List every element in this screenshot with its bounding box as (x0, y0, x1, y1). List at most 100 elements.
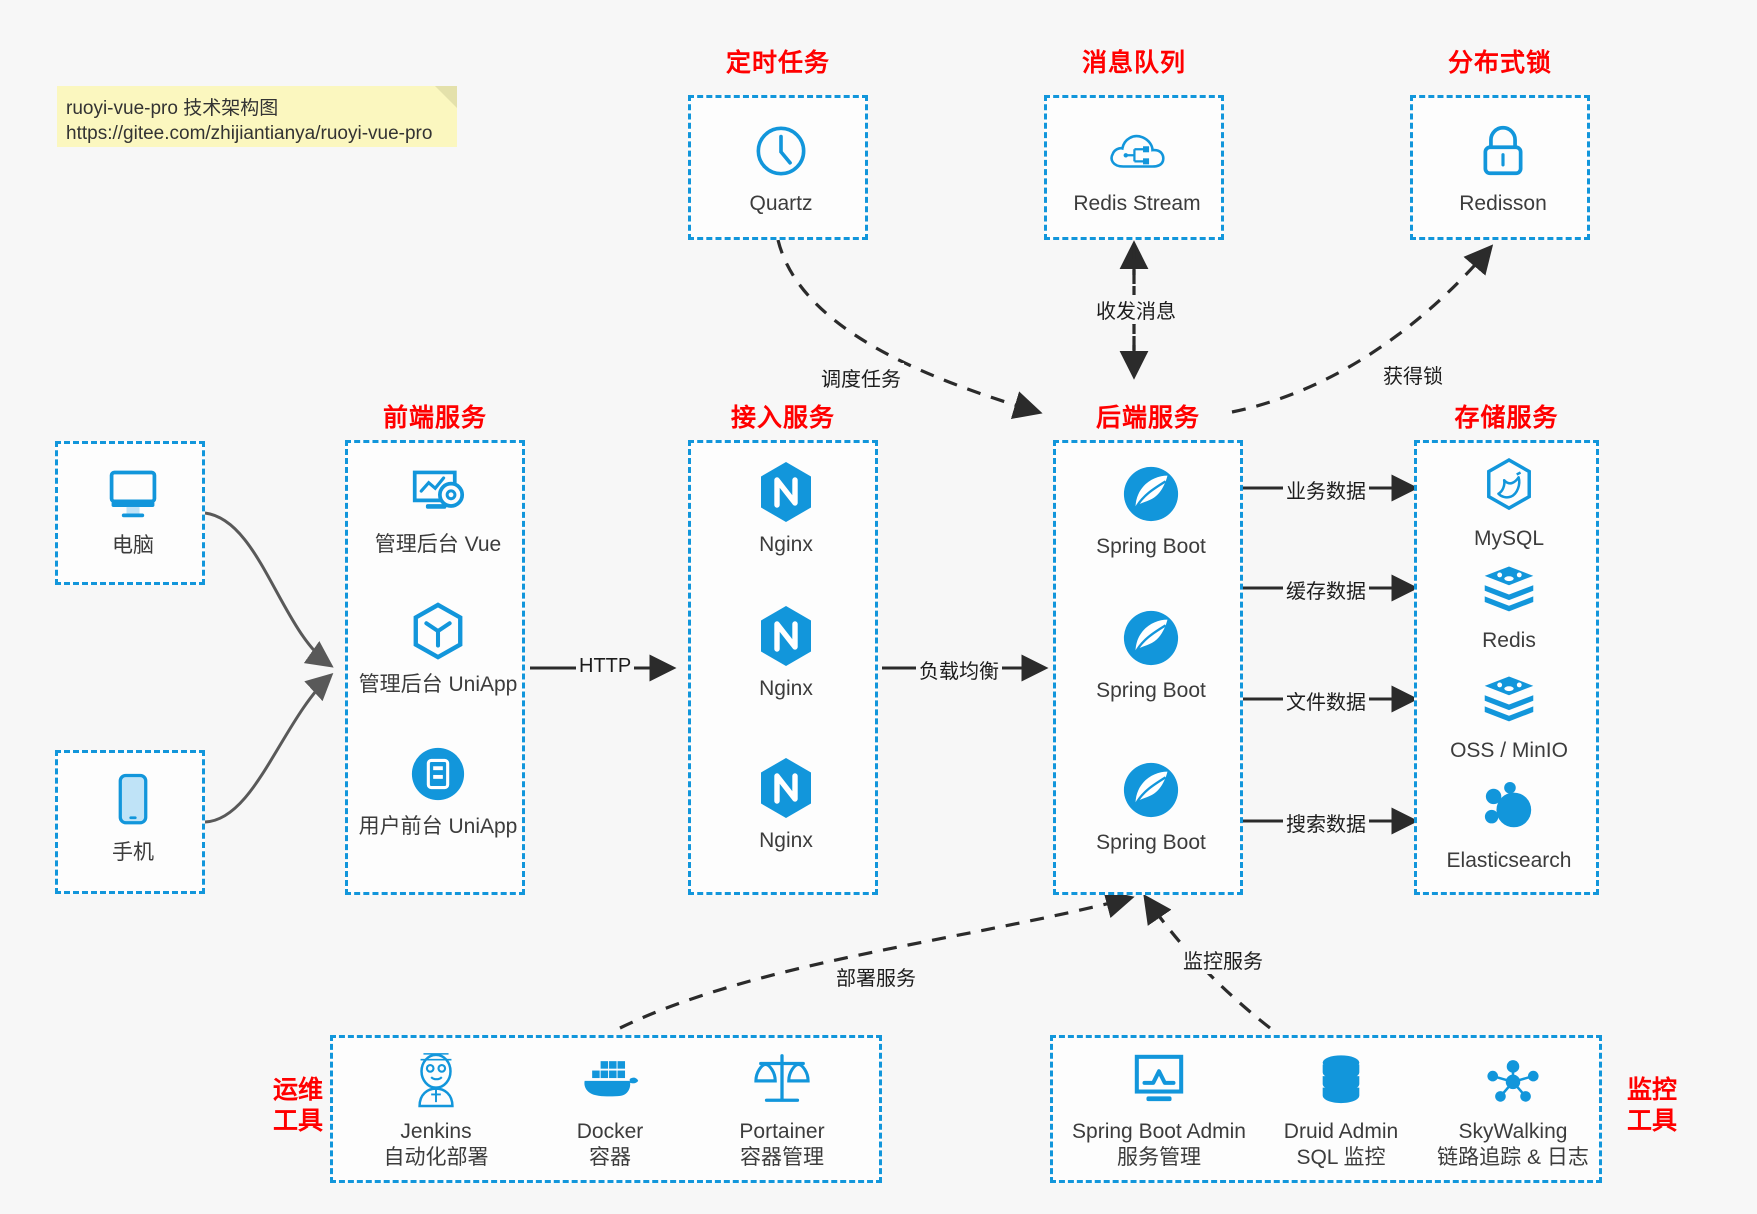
node-label: Nginx (759, 829, 813, 852)
node-label: Jenkins (400, 1120, 472, 1143)
monitor-chart-icon (1130, 1048, 1188, 1110)
group-box-backend: Spring Boot Spring Boot Spring Boot (1053, 440, 1243, 895)
lock-icon (1477, 120, 1529, 182)
group-box-lock: Redisson (1410, 95, 1590, 240)
edge-label-file-data: 文件数据 (1283, 686, 1369, 715)
node-label: SkyWalking (1458, 1120, 1568, 1143)
node-sublabel: 链路追踪 & 日志 (1437, 1146, 1589, 1169)
elasticsearch-icon (1481, 777, 1537, 839)
group-title-devops-line1: 运维 (272, 1076, 323, 1104)
node-admin-uniapp[interactable]: 管理后台 UniApp (353, 601, 523, 698)
node-label: 管理后台 Vue (374, 533, 502, 556)
group-box-gateway: Nginx Nginx Nginx (688, 440, 878, 895)
scales-icon (753, 1048, 811, 1110)
node-label: OSS / MinIO (1450, 739, 1568, 762)
node-label: Nginx (759, 677, 813, 700)
node-redisson[interactable]: Redisson (1418, 120, 1588, 217)
node-admin-vue[interactable]: 管理后台 Vue (353, 461, 523, 558)
group-title-frontend: 前端服务 (382, 404, 487, 432)
node-label: Druid Admin (1283, 1120, 1399, 1143)
group-title-devops: 运维 工具 (258, 1075, 338, 1137)
database-icon (1314, 1048, 1368, 1110)
note-line-2: https://gitee.com/zhijiantianya/ruoyi-vu… (66, 123, 433, 144)
edge-label-monitor-service: 监控服务 (1180, 945, 1266, 974)
node-mysql[interactable]: MySQL (1424, 455, 1594, 552)
node-redis-stream[interactable]: Redis Stream (1052, 120, 1222, 217)
group-box-client-desktop: 电脑 (55, 441, 205, 585)
node-label: MySQL (1473, 527, 1544, 550)
node-label: Spring Boot (1096, 679, 1206, 702)
cube-icon (409, 601, 467, 663)
group-title-gateway: 接入服务 (730, 404, 835, 432)
node-portainer[interactable]: Portainer 容器管理 (697, 1048, 867, 1171)
skywalking-icon (1484, 1048, 1542, 1110)
group-box-devops: Jenkins 自动化部署 Docker 容器 (330, 1035, 882, 1183)
node-label: Elasticsearch (1446, 849, 1572, 872)
node-druid-admin[interactable]: Druid Admin SQL 监控 (1251, 1048, 1431, 1171)
node-label: Redis Stream (1073, 192, 1201, 215)
edge-label-schedule-task: 调度任务 (818, 363, 904, 392)
jenkins-butler-icon (408, 1048, 464, 1110)
node-spring-boot-1[interactable]: Spring Boot (1066, 463, 1236, 560)
group-box-monitor: Spring Boot Admin 服务管理 Druid Admin SQL 监… (1050, 1035, 1602, 1183)
mobile-icon (113, 769, 153, 831)
note-line-1: ruoyi-vue-pro 技术架构图 (66, 98, 279, 119)
group-title-backend: 后端服务 (1095, 404, 1200, 432)
node-elasticsearch[interactable]: Elasticsearch (1424, 777, 1594, 874)
group-title-mq: 消息队列 (1081, 49, 1186, 77)
node-spring-boot-2[interactable]: Spring Boot (1066, 607, 1236, 704)
node-nginx-2[interactable]: Nginx (701, 605, 871, 702)
node-docker[interactable]: Docker 容器 (525, 1048, 695, 1171)
node-user-uniapp[interactable]: 用户前台 UniApp (353, 743, 523, 840)
node-nginx-1[interactable]: Nginx (701, 461, 871, 558)
node-spring-boot-3[interactable]: Spring Boot (1066, 759, 1236, 856)
group-box-client-mobile: 手机 (55, 750, 205, 894)
group-box-scheduler: Quartz (688, 95, 868, 240)
node-sublabel: 服务管理 (1117, 1146, 1201, 1169)
node-jenkins[interactable]: Jenkins 自动化部署 (351, 1048, 521, 1171)
cloud-network-icon (1106, 120, 1168, 182)
group-box-storage: MySQL Redis (1414, 440, 1599, 895)
redis-stack-icon (1481, 667, 1537, 729)
title-note: ruoyi-vue-pro 技术架构图 https://gitee.com/zh… (57, 86, 457, 147)
node-label: 管理后台 UniApp (358, 673, 518, 696)
edge-label-acquire-lock: 获得锁 (1380, 360, 1446, 389)
edge-label-http: HTTP (576, 655, 635, 678)
nginx-icon (757, 605, 815, 667)
spring-leaf-icon (1121, 759, 1181, 821)
group-title-lock: 分布式锁 (1447, 49, 1552, 77)
nginx-icon (757, 757, 815, 819)
note-fold-corner (435, 86, 457, 108)
node-oss-minio[interactable]: OSS / MinIO (1424, 667, 1594, 764)
edge-label-business-data: 业务数据 (1283, 475, 1369, 504)
docker-whale-icon (579, 1048, 641, 1110)
node-label: Nginx (759, 533, 813, 556)
node-label: Docker (576, 1120, 644, 1143)
clock-icon (752, 120, 810, 182)
node-nginx-3[interactable]: Nginx (701, 757, 871, 854)
node-sublabel: 自动化部署 (383, 1146, 489, 1169)
node-label: Redis (1482, 629, 1536, 652)
node-label: Redisson (1459, 192, 1547, 215)
group-title-monitor-line2: 工具 (1626, 1107, 1677, 1135)
group-box-frontend: 管理后台 Vue 管理后台 UniApp 用户前台 UniApp (345, 440, 525, 895)
edge-label-search-data: 搜索数据 (1283, 808, 1369, 837)
edge-label-cache-data: 缓存数据 (1283, 575, 1369, 604)
node-mobile[interactable]: 手机 (48, 769, 218, 866)
node-skywalking[interactable]: SkyWalking 链路追踪 & 日志 (1413, 1048, 1613, 1171)
node-desktop[interactable]: 电脑 (48, 462, 218, 559)
spring-leaf-icon (1121, 463, 1181, 525)
node-label: Portainer (739, 1120, 825, 1143)
group-title-monitor: 监控 工具 (1612, 1075, 1692, 1137)
node-label: Spring Boot (1096, 535, 1206, 558)
node-redis[interactable]: Redis (1424, 557, 1594, 654)
node-spring-boot-admin[interactable]: Spring Boot Admin 服务管理 (1059, 1048, 1259, 1171)
node-label: Spring Boot Admin (1072, 1120, 1246, 1143)
app-window-icon (409, 743, 467, 805)
node-quartz[interactable]: Quartz (696, 120, 866, 217)
mysql-dolphin-icon (1483, 455, 1535, 517)
desktop-icon (105, 462, 161, 524)
node-label: Spring Boot (1096, 831, 1206, 854)
dashboard-gear-icon (408, 461, 468, 523)
